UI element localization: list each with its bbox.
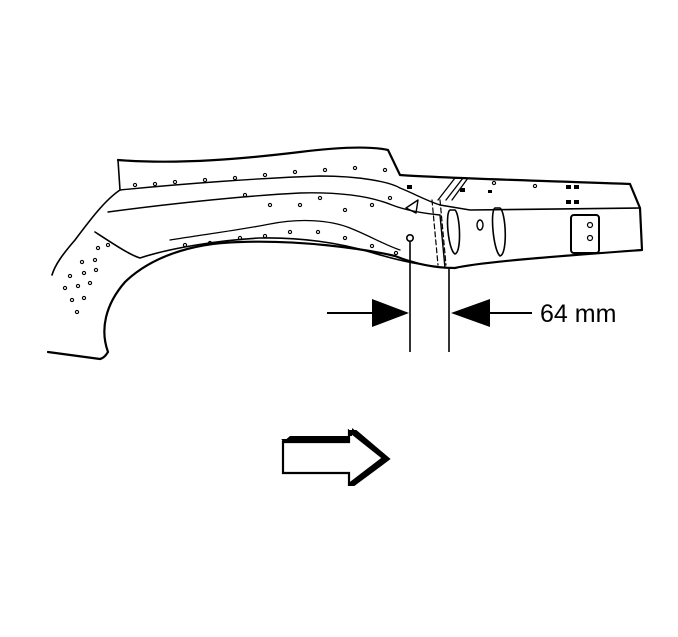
access-hole-dot-1 — [586, 221, 594, 229]
access-hole — [570, 214, 600, 254]
dimension-arrow-right-icon — [451, 299, 490, 327]
reference-hole — [405, 234, 414, 243]
dimension-callout: 64 mm — [327, 241, 616, 352]
direction-arrow-bevel — [283, 428, 389, 458]
panel-tabs — [407, 185, 579, 204]
frame-rail-panel — [46, 146, 644, 361]
arch-swage — [169, 219, 401, 251]
panel-right-face-bottom — [439, 214, 446, 269]
slot-hole-left — [446, 209, 461, 255]
wheel-arch-lip — [94, 231, 421, 265]
oval-hole — [476, 219, 484, 231]
access-hole-dot-2 — [586, 234, 594, 242]
panel-top-rail — [119, 175, 441, 206]
dimension-arrow-left-icon — [372, 299, 409, 327]
panel-inner-contour — [107, 192, 441, 216]
spot-welds — [62, 165, 538, 315]
slot-hole-right — [491, 207, 507, 257]
panel-seam-dashed — [431, 199, 447, 266]
panel-outline — [46, 146, 644, 361]
panel-right-face-top — [439, 204, 641, 211]
dimension-label: 64 mm — [540, 300, 616, 328]
panel-front-edge — [51, 159, 121, 276]
right-arrow-icon — [281, 428, 391, 487]
triangle-tab — [405, 199, 419, 214]
